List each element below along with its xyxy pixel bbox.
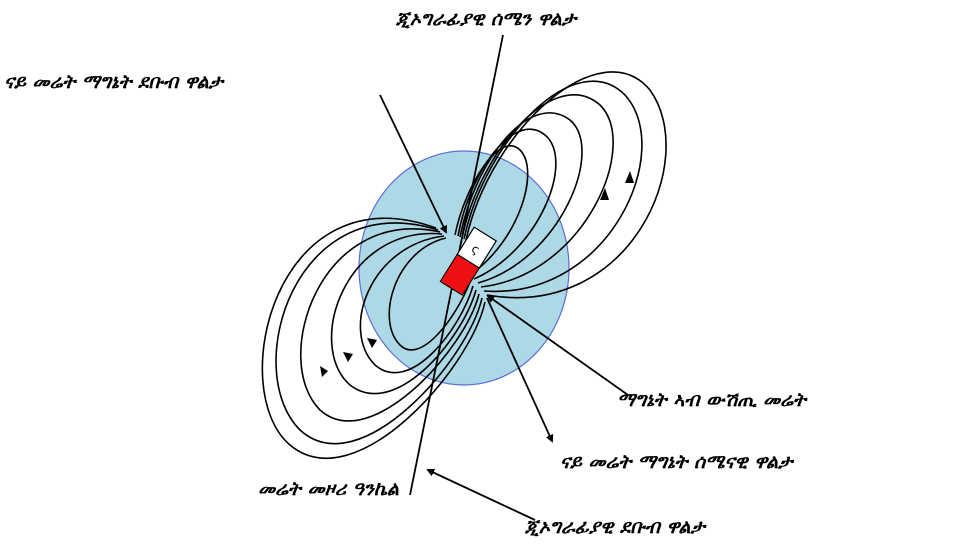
label-geographic-south: ጂኦግራፊያዊ ደቡብ ዋልታ — [525, 516, 705, 538]
pointer-geographic-south — [428, 470, 535, 520]
label-rotation-axis: መሬት መዞሪ ዓንኬል — [258, 478, 399, 500]
label-magnetic-south-pole: ናይ መሬት ማግኔት ደቡብ ዋልታ — [4, 71, 223, 93]
label-geographic-north: ጂኦግራፊያዊ ሰሜን ዋልታ — [396, 8, 576, 30]
label-magnet-inside-earth: ማግኔት ኣብ ውሽጢ መሬት — [617, 389, 806, 411]
label-magnetic-north-pole: ናይ መሬት ማግኔት ሰሜናዊ ዋልታ — [560, 451, 792, 473]
